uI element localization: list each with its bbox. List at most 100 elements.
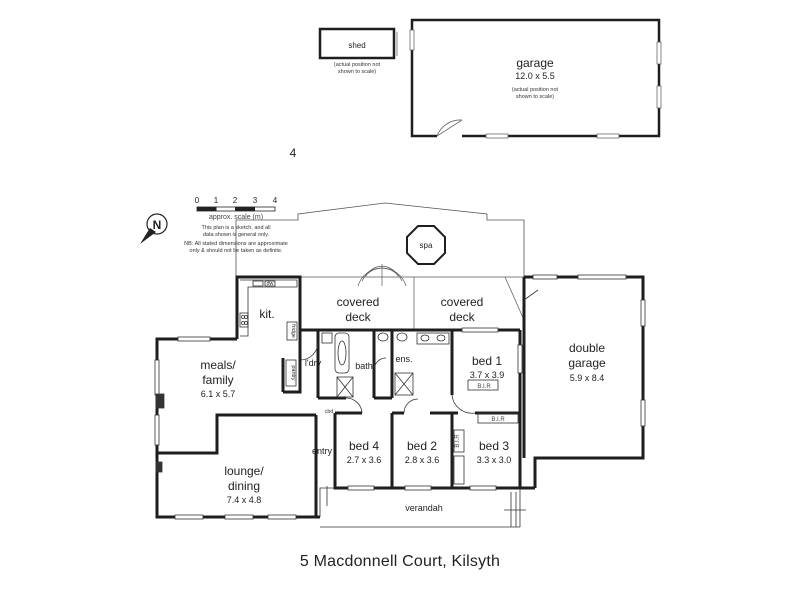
lounge-label-line1: lounge/ [224, 464, 264, 478]
shed: shed (actual position not shown to scale… [318, 27, 398, 75]
window [174, 514, 204, 520]
window [469, 485, 497, 491]
basin [420, 334, 430, 342]
bed3-label: bed 3 [479, 439, 509, 453]
window [347, 485, 375, 491]
garage-window [596, 133, 620, 139]
bed1-label: bed 1 [472, 354, 502, 368]
burner [241, 315, 245, 319]
window [577, 274, 627, 280]
door-swing [403, 398, 419, 414]
verandah-label: verandah [405, 503, 443, 513]
vanity [416, 332, 450, 345]
window [640, 399, 646, 427]
scale-bar-segment [197, 207, 217, 211]
pantry-label: pantry [290, 365, 296, 381]
bed1-size: 3.7 x 3.9 [470, 370, 505, 380]
window [404, 485, 432, 491]
bed2-robe-label: B.I.R [455, 434, 461, 448]
basin [436, 334, 446, 342]
heater [155, 461, 163, 473]
meals-size: 6.1 x 5.7 [201, 389, 236, 399]
window [267, 514, 297, 520]
lounge-size: 7.4 x 4.8 [227, 495, 262, 505]
bath-label: bath [355, 361, 373, 371]
shower-mark [394, 372, 414, 396]
window [154, 359, 160, 396]
garage-window [656, 41, 662, 65]
bathtub-basin [337, 340, 347, 366]
toilet [396, 332, 408, 342]
fridge-label: fridge [290, 324, 296, 338]
fridge-space [286, 321, 298, 341]
bed3-size: 3.3 x 3.0 [477, 455, 512, 465]
window [640, 299, 646, 327]
spa-label: spa [420, 241, 433, 250]
toilet [377, 332, 389, 342]
shed-note-2: shown to scale) [338, 69, 376, 75]
pantry [285, 359, 297, 387]
lounge-label-line2: dining [228, 479, 260, 493]
bathtub [334, 332, 350, 374]
dishwasher-label: dw [266, 281, 273, 287]
scale-tick-1: 1 [214, 196, 219, 205]
north-circle [146, 213, 168, 235]
scale-bar-segment [235, 207, 255, 211]
laundry-label: l'dry [305, 358, 322, 368]
deck-area: spa covered deck covered deck [235, 202, 525, 330]
bed3-side-robe [453, 455, 465, 485]
entry-label: entry [312, 446, 333, 456]
cbd-label: cbd [325, 409, 334, 415]
scale-caption: approx. scale (m) [209, 214, 263, 221]
double-garage-label-line1: double [569, 341, 605, 355]
bed1-robe [467, 379, 499, 391]
double-garage-size: 5.9 x 8.4 [570, 373, 605, 383]
window [224, 514, 254, 520]
garage-door-swing [436, 119, 463, 137]
shower-mark [336, 376, 354, 398]
window [177, 336, 211, 342]
burner [241, 321, 245, 325]
covered-deck-1-line1: covered [337, 295, 380, 309]
meals-label-line2: family [202, 373, 233, 387]
door-swing [345, 397, 363, 414]
scale-tick-4: 4 [273, 196, 278, 205]
window [517, 344, 523, 374]
kitchen-walls [235, 275, 302, 394]
entry-porch [319, 487, 335, 517]
door-swing [373, 357, 387, 371]
double-garage-label-line2: garage [568, 356, 606, 370]
covered-deck-2-line2: deck [449, 310, 475, 324]
laundry-trough [321, 332, 333, 344]
bed1-robe-label: B.I.R [477, 384, 491, 390]
fixtures [154, 274, 646, 528]
bed4-size: 2.7 x 3.6 [347, 455, 382, 465]
garage-window [485, 133, 509, 139]
garage-door-swing [523, 289, 539, 301]
kitchen-label: kit. [259, 307, 274, 321]
detached-garage: garage 12.0 x 5.5 (actual position not s… [409, 18, 662, 139]
scale-tick-2: 2 [233, 196, 238, 205]
deck-outline [235, 202, 525, 277]
spa-tub [406, 225, 446, 265]
garage-window [656, 85, 662, 109]
sink [252, 280, 264, 287]
ensuite-label: ens. [395, 354, 412, 364]
shed-note-1: (actual position not [334, 62, 381, 68]
bed2-label: bed 2 [407, 439, 437, 453]
garage-note-1: (actual position not [512, 87, 559, 93]
north-label: N [153, 218, 162, 232]
scale-tick-0: 0 [195, 196, 200, 205]
scale-tick-3: 3 [253, 196, 258, 205]
garage-walls [410, 18, 661, 138]
fireplace [155, 393, 165, 409]
garage-window [409, 29, 415, 51]
north-arrow: N [140, 213, 168, 244]
kitchen-bench [240, 279, 298, 337]
shed-walls [318, 27, 396, 60]
shed-label: shed [348, 41, 365, 50]
bed4-label: bed 4 [349, 439, 379, 453]
bed2-size: 2.8 x 3.6 [405, 455, 440, 465]
covered-deck-1-line2: deck [345, 310, 371, 324]
